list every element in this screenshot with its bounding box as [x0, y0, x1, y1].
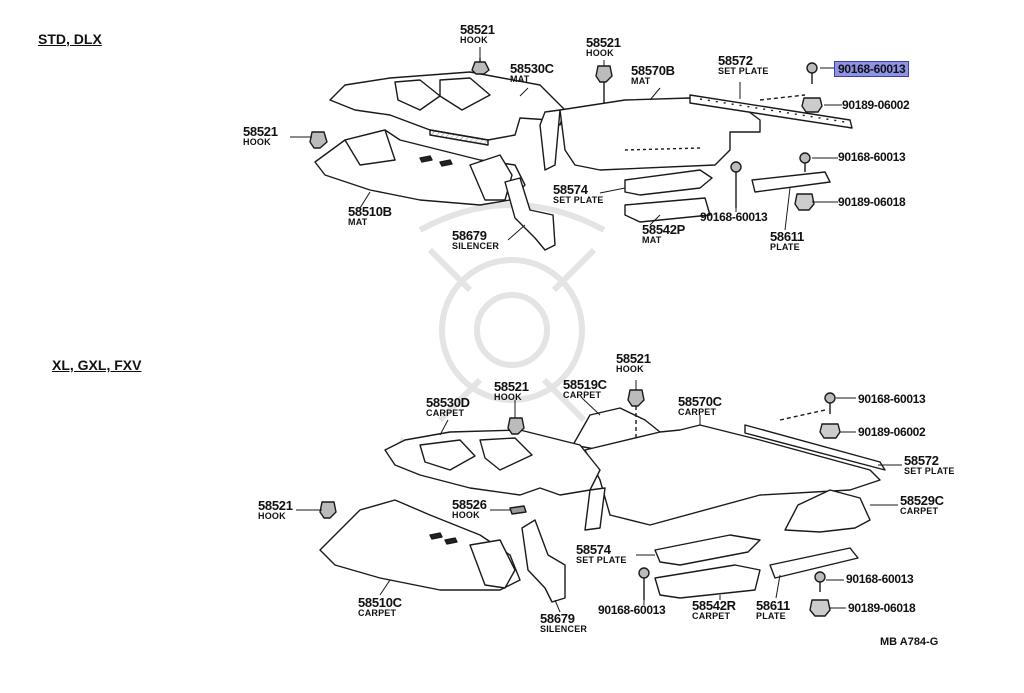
plate-58611-a — [751, 171, 831, 193]
label-90168-highlighted[interactable]: 90168-60013 — [834, 61, 910, 77]
silencer-58679-a — [504, 177, 556, 251]
bolt-90168-c — [799, 152, 811, 172]
nut-90189-c — [819, 423, 841, 439]
bolt-90168-d — [824, 392, 836, 414]
set-plate-58574-b — [654, 534, 761, 566]
hook-58521-c — [309, 131, 328, 149]
hook-58521-d — [319, 501, 337, 519]
section-header-std-dlx: STD, DLX — [38, 31, 102, 47]
label-90189-d: 90189-06018 — [848, 601, 916, 615]
hook-58521-b — [595, 65, 613, 100]
hook-58521-e — [507, 417, 525, 435]
plate-58611-b — [769, 547, 859, 579]
nut-90189-b — [794, 193, 815, 211]
label-90168-d: 90168-60013 — [858, 392, 926, 406]
nut-90189-d — [809, 599, 831, 617]
nut-90189-a — [801, 97, 823, 113]
front-floor-carpet-58510c — [319, 499, 521, 591]
set-plate-58572-a — [689, 94, 853, 129]
leader-lines — [290, 47, 902, 613]
rear-carpet-58570c — [584, 424, 881, 526]
wheelhouse-carpet-58529c — [784, 489, 871, 533]
bolt-90168-a — [806, 62, 818, 84]
label-90168-f: 90168-60013 — [598, 603, 666, 617]
label-90168-e: 90168-60013 — [846, 572, 914, 586]
bolt-90168-b — [730, 161, 742, 208]
set-plate-58572-b — [744, 424, 886, 471]
silencer-58679-b — [521, 519, 566, 603]
bolt-90168-e — [638, 567, 650, 600]
hook-58521-f — [627, 389, 645, 407]
hook-58526 — [509, 505, 527, 515]
label-90189-a: 90189-06002 — [842, 98, 910, 112]
bolt-90168-f — [814, 571, 826, 592]
set-plate-58574-a — [624, 169, 713, 196]
label-90168-c: 90168-60013 — [700, 210, 768, 224]
label-90168-b: 90168-60013 — [838, 150, 906, 164]
label-90189-b: 90189-06018 — [838, 195, 906, 209]
diagram-code: MB A784-G — [880, 636, 939, 648]
hook-58521-a — [471, 58, 490, 75]
section-header-xl-gxl-fxv: XL, GXL, FXV — [52, 357, 142, 373]
label-90189-c: 90189-06002 — [858, 425, 926, 439]
